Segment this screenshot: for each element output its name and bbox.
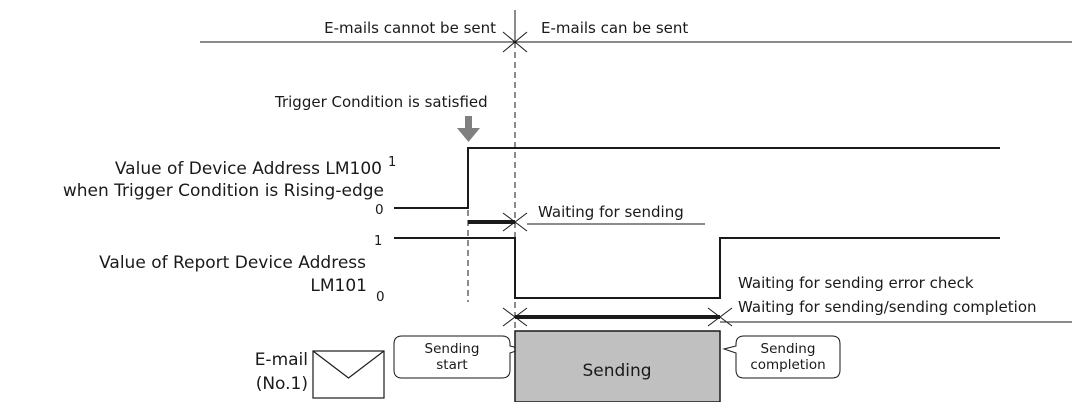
cannot-send-label: E-mails cannot be sent (324, 19, 496, 37)
sending-completion-line2: completion (750, 357, 825, 373)
waiting-for-sending-label: Waiting for sending (538, 203, 684, 221)
sending-start-callout: Sending start (393, 335, 524, 379)
sending-start-line1: Sending (425, 341, 480, 357)
lm101-label-line1: Value of Report Device Address (99, 253, 366, 273)
waiting-for-sending-end-mark (502, 212, 528, 232)
lm100-waveform (394, 147, 1000, 209)
email-label-line1: E-mail (255, 350, 308, 370)
email-label-line2: (No.1) (256, 374, 308, 394)
sending-start-line2: start (436, 357, 467, 373)
lm101-level-high: 1 (374, 234, 382, 249)
sending-box (514, 330, 721, 402)
can-send-label: E-mails can be sent (541, 19, 688, 37)
sending-completion-line1: Sending (761, 341, 816, 357)
lm101-level-low: 0 (376, 289, 385, 305)
sending-interval-end-mark (707, 307, 733, 327)
sending-interval-start-mark (502, 307, 528, 327)
sending-box-label: Sending (582, 361, 651, 381)
waiting-completion-label: Waiting for sending/sending completion (738, 298, 1037, 316)
lm101-waveform (394, 237, 1000, 299)
waiting-error-check-label: Waiting for sending error check (738, 274, 974, 292)
lm100-level-high: 1 (388, 155, 396, 170)
lm100-label-line2: when Trigger Condition is Rising-edge (63, 181, 384, 201)
sending-completion-callout: Sending completion (722, 335, 841, 379)
lm100-level-low: 0 (375, 202, 384, 218)
lm100-label-line1: Value of Device Address LM100 (115, 159, 382, 179)
trigger-label: Trigger Condition is satisfied (274, 93, 488, 111)
envelope-icon (312, 350, 385, 399)
trigger-arrow-icon (457, 116, 480, 142)
lm101-label-line2: LM101 (310, 276, 367, 296)
